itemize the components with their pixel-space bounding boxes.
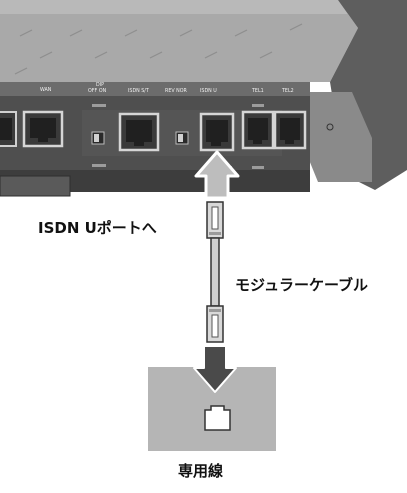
rev-nor-label: REV NOR — [165, 88, 188, 94]
rev-nor-switch — [175, 131, 189, 145]
modular-cable-label: モジュラーケーブル — [235, 276, 369, 294]
device-top-surface — [0, 0, 358, 82]
modular-cable — [206, 201, 224, 343]
dip-switch — [91, 131, 105, 145]
switch-label: OFF ON — [88, 88, 107, 94]
wan-port — [22, 110, 64, 148]
dedicated-line-label: 専用線 — [178, 462, 224, 480]
tel1-port-label: TEL1 — [251, 88, 264, 94]
arrow-up-icon — [194, 150, 240, 200]
isdn-st-port-label: ISDN S/T — [128, 88, 149, 94]
isdn-u-port-callout: ISDN Uポートへ — [38, 219, 157, 237]
wall-jack-socket — [204, 405, 231, 431]
tel1-port — [241, 110, 275, 150]
device-foot — [0, 175, 71, 197]
arrow-down-icon — [193, 345, 237, 393]
tel2-port-label: TEL2 — [281, 88, 294, 94]
isdn-u-port — [199, 112, 235, 152]
cable-cord — [210, 237, 220, 307]
router-device: WAN DIP OFF ON ISDN S/T REV NOR ISDN U T… — [0, 0, 407, 197]
device-vent-slots — [14, 23, 303, 75]
device-top-highlight — [0, 0, 350, 14]
device-screw — [326, 123, 334, 131]
isdn-u-port-label: ISDN U — [200, 88, 217, 94]
device-right-face — [305, 92, 372, 182]
switch-top-label: DIP — [96, 82, 104, 88]
wan-port-label: WAN — [40, 87, 52, 93]
device-label-strip — [0, 82, 310, 96]
lan-port — [0, 111, 17, 147]
tel2-port — [273, 110, 307, 150]
isdn-st-port — [118, 112, 160, 152]
